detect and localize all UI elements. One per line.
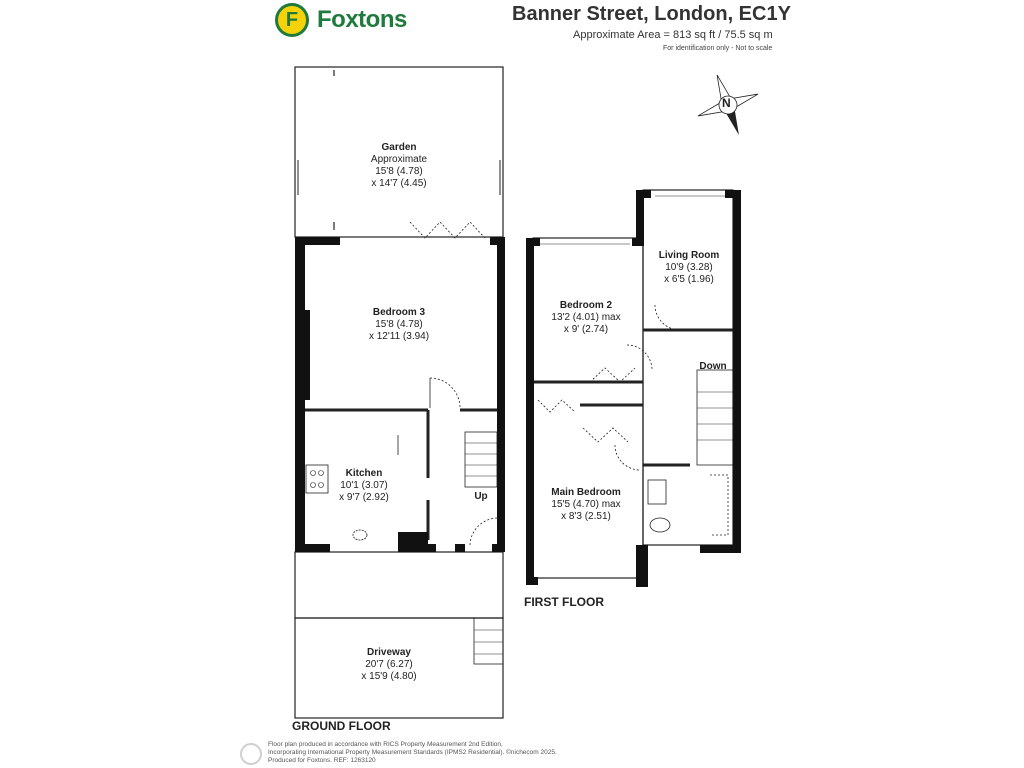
footer-notes: Floor plan produced in accordance with R… — [268, 741, 557, 764]
room-label-kitchen: Kitchen 10'1 (3.07) x 9'7 (2.92) — [339, 468, 389, 503]
ground-floor-label: GROUND FLOOR — [292, 719, 391, 733]
room-label-living-room: Living Room 10'9 (3.28) x 6'5 (1.96) — [658, 250, 720, 285]
bath-icon — [710, 474, 729, 536]
basin-icon — [647, 479, 667, 505]
compass-icon — [697, 74, 759, 136]
foxtons-logo-icon: F — [275, 3, 309, 37]
approximate-area: Approximate Area = 813 sq ft / 75.5 sq m — [573, 29, 773, 41]
first-wall-left — [526, 238, 534, 583]
garden-outline — [294, 66, 504, 238]
property-title: Banner Street, London, EC1Y — [512, 3, 791, 25]
mainbedroom-wardrobe — [537, 399, 576, 413]
ground-wall-bottom — [295, 544, 330, 552]
room-label-bedroom-2: Bedroom 2 13'2 (4.01) max x 9' (2.74) — [551, 300, 621, 335]
driveway-outline — [294, 617, 504, 719]
forecourt-outline — [294, 551, 504, 619]
room-label-driveway: Driveway 20'7 (6.27) x 15'9 (4.80) — [361, 647, 417, 682]
first-floor-stairs — [696, 369, 734, 466]
bedroom3-door — [429, 377, 461, 409]
room-label-main-bedroom: Main Bedroom 15'5 (4.70) max x 8'3 (2.51… — [551, 487, 621, 522]
compass-north-label: N — [722, 96, 731, 110]
stairs-down-label: Down — [699, 361, 727, 372]
hob-icon — [305, 464, 329, 494]
room-label-garden: Garden Approximate 15'8 (4.78) x 14'7 (4… — [370, 142, 428, 189]
foxtons-logo-text: Foxtons — [317, 6, 407, 33]
toilet-icon — [649, 517, 671, 533]
ground-stairs — [464, 431, 498, 488]
scale-disclaimer: For identification only - Not to scale — [663, 45, 773, 52]
front-door — [469, 517, 498, 546]
driveway-steps — [473, 617, 504, 665]
nichecom-logo-icon — [240, 743, 262, 765]
first-floor-outline — [532, 237, 644, 579]
stairs-up-label: Up — [474, 491, 488, 502]
ground-wall-right — [497, 237, 505, 552]
sink-icon — [352, 529, 368, 541]
bedroom2-wardrobe — [589, 367, 636, 383]
room-label-bedroom-3: Bedroom 3 15'8 (4.78) x 12'11 (3.94) — [368, 307, 430, 342]
ground-wall-top-left — [295, 237, 340, 245]
first-wall-right — [733, 190, 741, 552]
foxtons-logo: F Foxtons — [275, 3, 407, 37]
first-floor-label: FIRST FLOOR — [524, 595, 604, 609]
bifold-door — [409, 221, 486, 239]
